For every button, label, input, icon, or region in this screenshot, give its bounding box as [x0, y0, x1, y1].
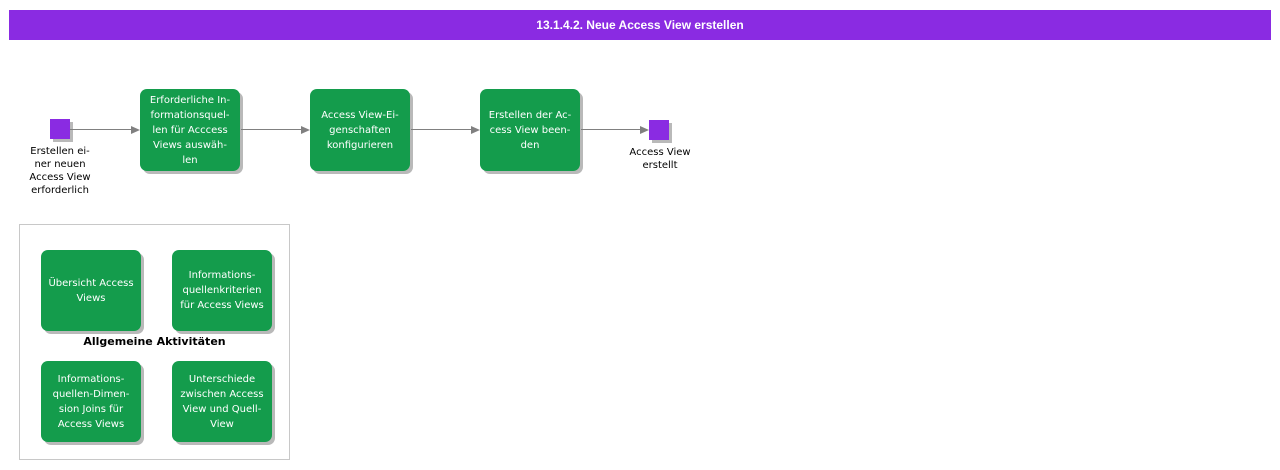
- connector-arrowhead: [301, 126, 310, 134]
- activity-uebersicht-access-views[interactable]: Übersicht Access Views: [41, 250, 141, 331]
- activity-informationsquellen-dimension-joins[interactable]: Informations- quellen-Dimen- sion Joins …: [41, 361, 141, 442]
- connector-arrowhead: [471, 126, 480, 134]
- connector-line: [70, 129, 131, 130]
- connector-line: [581, 129, 640, 130]
- related-activities-panel: Übersicht Access Views Informations- que…: [19, 224, 290, 460]
- end-event-marker: [649, 120, 669, 140]
- activity-informationsquellenkriterien[interactable]: Informations- quellenkriterien für Acces…: [172, 250, 272, 331]
- start-event-label: Erstellen ei- ner neuen Access View erfo…: [29, 146, 91, 196]
- diagram-title-bar: 13.1.4.2. Neue Access View erstellen: [9, 10, 1271, 40]
- page-title: 13.1.4.2. Neue Access View erstellen: [536, 18, 744, 32]
- task-configure-access-view-properties[interactable]: Access View-Ei- genschaften konfiguriere…: [310, 89, 410, 171]
- connector-arrowhead: [131, 126, 140, 134]
- connector-arrowhead: [640, 126, 649, 134]
- connector-line: [411, 129, 471, 130]
- start-event-marker: [50, 119, 70, 139]
- activity-unterschiede-access-view-quell-view[interactable]: Unterschiede zwischen Access View und Qu…: [172, 361, 272, 442]
- connector-line: [241, 129, 301, 130]
- task-finish-access-view-creation[interactable]: Erstellen der Ac- cess View been- den: [480, 89, 580, 171]
- task-select-information-sources[interactable]: Erforderliche In- formationsquel- len fü…: [140, 89, 240, 171]
- panel-label-allgemeine-aktivitaeten: Allgemeine Aktivitäten: [83, 335, 226, 348]
- end-event-label: Access View erstellt: [629, 147, 691, 171]
